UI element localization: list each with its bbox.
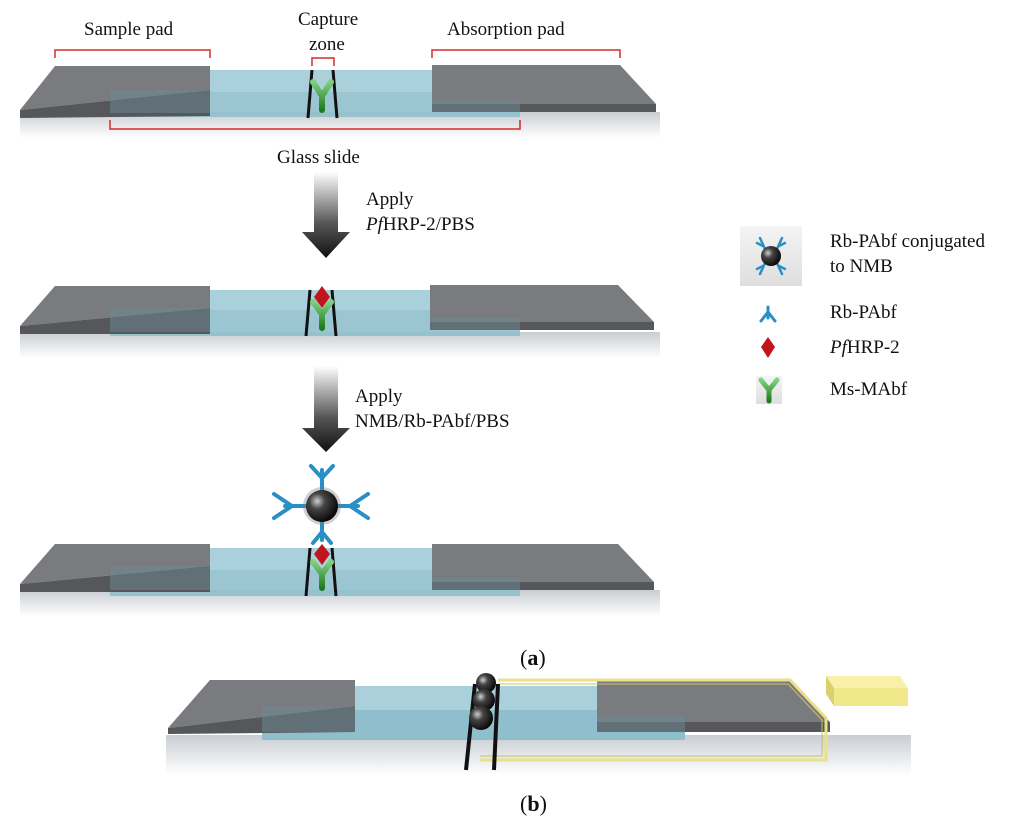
absorption-pad-label: Absorption pad [447, 19, 565, 40]
nmb-conjugate-icon [755, 236, 787, 276]
rb-pabf-antibody-icon [759, 305, 777, 323]
absorption-pad-bracket [431, 49, 621, 58]
step1-italic: Pf [366, 214, 383, 235]
capture-line [331, 69, 339, 119]
glass-slide [110, 570, 520, 596]
nmb-conjugate-icon [272, 464, 370, 545]
strip-brackets [54, 49, 621, 130]
nmb-particle [476, 673, 496, 693]
ms-mabf-antibody-icon [758, 377, 780, 404]
pfhrp2-antigen-icon [314, 286, 330, 308]
strip-shadow [20, 332, 660, 358]
capture-line [306, 69, 314, 119]
test-strip-antigen [20, 285, 660, 358]
absorption-pad [430, 285, 654, 322]
absorption-pad [432, 544, 654, 582]
capture-line [330, 547, 338, 597]
nmb-particle [306, 490, 338, 522]
step2-line1: Apply [355, 386, 403, 407]
glass-slide-label: Glass slide [277, 147, 360, 168]
sample-pad [20, 286, 210, 326]
down-arrow [302, 172, 350, 258]
legend-rb-pabf: Rb-PAbf [830, 302, 897, 323]
pfhrp2-antigen-icon [761, 337, 775, 358]
capture-line [304, 289, 312, 337]
sample-pad-label: Sample pad [84, 19, 174, 40]
step1-line2: PfHRP-2/PBS [366, 213, 475, 236]
capture-line [330, 289, 338, 337]
capture-zone-label-line1: Capture [298, 9, 359, 30]
panel-letter-b: b [527, 791, 540, 816]
ms-mabf-antibody-icon [310, 299, 334, 331]
panel-label-a: (a) [520, 645, 546, 670]
glass-slide-bracket [109, 120, 521, 130]
absorption-pad [432, 65, 656, 104]
step1-line1: Apply [366, 189, 414, 210]
panel-letter-a: a [527, 645, 539, 670]
ms-mabf-antibody-icon [310, 559, 334, 591]
nmb-particle [469, 706, 493, 730]
step1-rest: HRP-2/PBS [382, 214, 475, 235]
legend-pfhrp2: PfHRP-2 [830, 336, 900, 359]
sample-pad [20, 544, 210, 584]
nmb-particle [473, 689, 495, 711]
legend-nmb-line2: to NMB [830, 256, 893, 277]
capture-line [304, 547, 312, 597]
sample-pad-bracket [54, 49, 211, 58]
legend-pfhrp2-rest: HRP-2 [846, 337, 900, 358]
sample-pad [20, 66, 210, 110]
step2-line2: NMB/Rb-PAbf/PBS [355, 411, 510, 432]
absorption-pad [597, 680, 830, 722]
panel-label-b: (b) [520, 791, 547, 816]
down-arrow [302, 366, 350, 452]
capture-zone-bracket [311, 57, 335, 66]
ms-mabf-antibody-icon [310, 79, 334, 113]
connector-block [826, 676, 908, 688]
legend-icons [740, 226, 802, 404]
strip-shadow [166, 735, 911, 775]
pfhrp2-antigen-icon [314, 544, 330, 565]
legend-ms-mabf: Ms-MAbf [830, 379, 908, 400]
capture-zone-label-line2: zone [309, 34, 345, 55]
test-strip-electrode [166, 673, 911, 775]
glass-slide [110, 92, 520, 117]
sample-pad [168, 680, 355, 728]
glass-slide [110, 310, 520, 336]
legend-nmb-line1: Rb-PAbf conjugated [830, 231, 985, 252]
test-strip-initial [20, 65, 660, 138]
capture-line [492, 683, 500, 771]
legend-pfhrp2-italic: Pf [830, 337, 847, 358]
test-strip-complete [20, 464, 660, 616]
electrode-wire [480, 678, 828, 762]
